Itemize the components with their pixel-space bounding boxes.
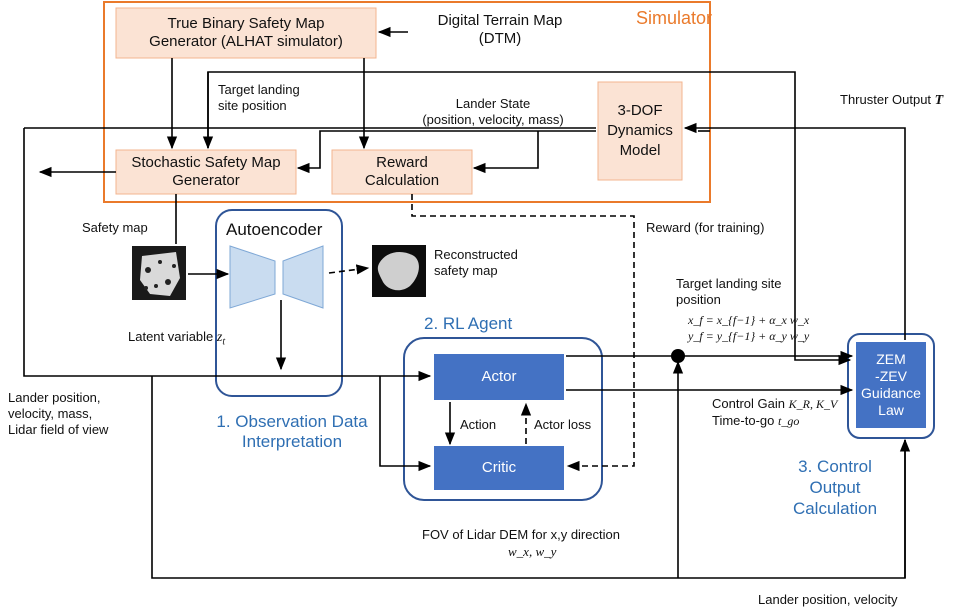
- guidance-line3: Guidance: [861, 385, 921, 401]
- lander-state-label: Lander State (position, velocity, mass): [408, 96, 578, 128]
- dynamics-line2: Dynamics: [607, 122, 673, 139]
- safety-map-label: Safety map: [82, 220, 148, 235]
- lander-pos-vel-label: Lander position, velocity: [758, 592, 898, 607]
- action-label: Action: [460, 417, 497, 432]
- fov-symbol: w_x, w_y: [508, 544, 557, 559]
- control-gain-label: Control Gain K_R, K_V: [712, 396, 837, 412]
- target-site-pos-label: Target landing site position: [676, 276, 782, 308]
- target-site-pos-line1: Target landing site: [676, 276, 782, 291]
- reward-training-label: Reward (for training): [646, 220, 765, 235]
- simulator-title: Simulator: [636, 8, 713, 28]
- actor-label: Actor: [481, 368, 517, 385]
- observation-line2: Interpretation: [241, 432, 343, 451]
- time-to-go-text: Time-to-go: [712, 413, 775, 428]
- latent-sub: t: [222, 336, 226, 348]
- target-landing-line1: Target landing: [218, 82, 300, 97]
- lander-info-line1: Lander position,: [8, 390, 101, 405]
- yf-equation: y_f = y_{f−1} + α_y w_y: [688, 329, 810, 343]
- lander-info-label: Lander position, velocity, mass, Lidar f…: [8, 390, 108, 438]
- dynamics-line1: 3-DOF: [617, 102, 663, 119]
- rl-agent-frame: [403, 337, 603, 501]
- time-to-go-label: Time-to-go t_go: [712, 413, 799, 429]
- fov-lidar-label: FOV of Lidar DEM for x,y direction: [422, 527, 620, 542]
- time-to-go-symbol: t_go: [778, 414, 800, 428]
- lander-state-line1: Lander State: [455, 96, 531, 111]
- guidance-line1: ZEM: [876, 351, 906, 367]
- xf-equation: x_f = x_{f−1} + α_x w_x: [688, 313, 810, 327]
- rl-agent-title: 2. RL Agent: [424, 314, 513, 333]
- reconstructed-map-image: [372, 245, 426, 297]
- autoencoder-title: Autoencoder: [226, 220, 323, 239]
- dtm-line1: Digital Terrain Map: [437, 12, 563, 29]
- dynamics-box: [597, 81, 683, 181]
- guidance-line4: Law: [878, 402, 904, 418]
- connectors: [23, 26, 911, 579]
- true-binary-map-line1: True Binary Safety Map: [167, 15, 325, 32]
- dynamics-label: 3-DOF Dynamics Model: [598, 82, 682, 180]
- stochastic-map-box: [115, 149, 297, 195]
- target-landing-line2: site position: [218, 98, 287, 113]
- reward-line2: Calculation: [364, 172, 440, 189]
- reward-line1: Reward: [376, 154, 428, 171]
- guidance-box: [856, 342, 926, 428]
- critic-label: Critic: [481, 459, 517, 476]
- observation-line1: 1. Observation Data: [216, 412, 368, 431]
- reconstructed-label: Reconstructed safety map: [434, 247, 518, 279]
- dashed-connectors: [328, 194, 635, 472]
- thruster-output-text: Thruster Output: [840, 92, 932, 107]
- reward-calc-label: Reward Calculation: [332, 150, 472, 194]
- target-landing-label: Target landing site position: [218, 82, 300, 114]
- dynamics-line3: Model: [619, 142, 661, 159]
- lander-info-line3: Lidar field of view: [8, 422, 109, 437]
- true-binary-map-box: [115, 7, 377, 59]
- autoencoder-frame: [215, 209, 343, 397]
- control-line2: Output: [809, 478, 861, 497]
- actor-box: [434, 354, 564, 400]
- decoder-shape: [282, 245, 324, 309]
- thruster-output-label: Thruster Output T: [840, 92, 943, 109]
- observation-title: 1. Observation Data Interpretation: [212, 412, 372, 452]
- thruster-symbol: T: [934, 93, 944, 108]
- critic-box: [434, 446, 564, 490]
- dtm-label: Digital Terrain Map (DTM): [420, 12, 580, 48]
- lander-state-line2: (position, velocity, mass): [422, 112, 564, 127]
- latent-variable-label: Latent variable zt: [128, 329, 225, 351]
- junction-node: [671, 349, 685, 363]
- control-gain-text: Control Gain: [712, 396, 785, 411]
- reconstructed-line1: Reconstructed: [434, 247, 518, 262]
- control-title: 3. Control Output Calculation: [770, 456, 900, 519]
- latent-variable-text: Latent variable: [128, 329, 214, 344]
- stochastic-line2: Generator: [172, 172, 240, 189]
- guidance-line2: -ZEV: [875, 368, 907, 384]
- control-line3: Calculation: [792, 499, 878, 518]
- dtm-line2: (DTM): [478, 30, 522, 47]
- control-line1: 3. Control: [798, 457, 872, 476]
- true-binary-map-label: True Binary Safety Map Generator (ALHAT …: [116, 8, 376, 58]
- control-gain-symbol: K_R, K_V: [788, 397, 838, 411]
- lander-info-line2: velocity, mass,: [8, 406, 93, 421]
- stochastic-map-label: Stochastic Safety Map Generator: [116, 150, 296, 194]
- target-site-pos-line2: position: [676, 292, 721, 307]
- reward-calc-box: [331, 149, 473, 195]
- true-binary-map-line2: Generator (ALHAT simulator): [149, 33, 343, 50]
- latent-symbol: z: [216, 330, 223, 345]
- actor-loss-label: Actor loss: [534, 417, 592, 432]
- reconstructed-line2: safety map: [434, 263, 498, 278]
- simulator-frame: [103, 1, 711, 203]
- safety-map-image: [132, 246, 186, 300]
- encoder-shape: [229, 245, 276, 309]
- stochastic-line1: Stochastic Safety Map: [131, 154, 281, 171]
- guidance-label: ZEM -ZEV Guidance Law: [856, 342, 926, 428]
